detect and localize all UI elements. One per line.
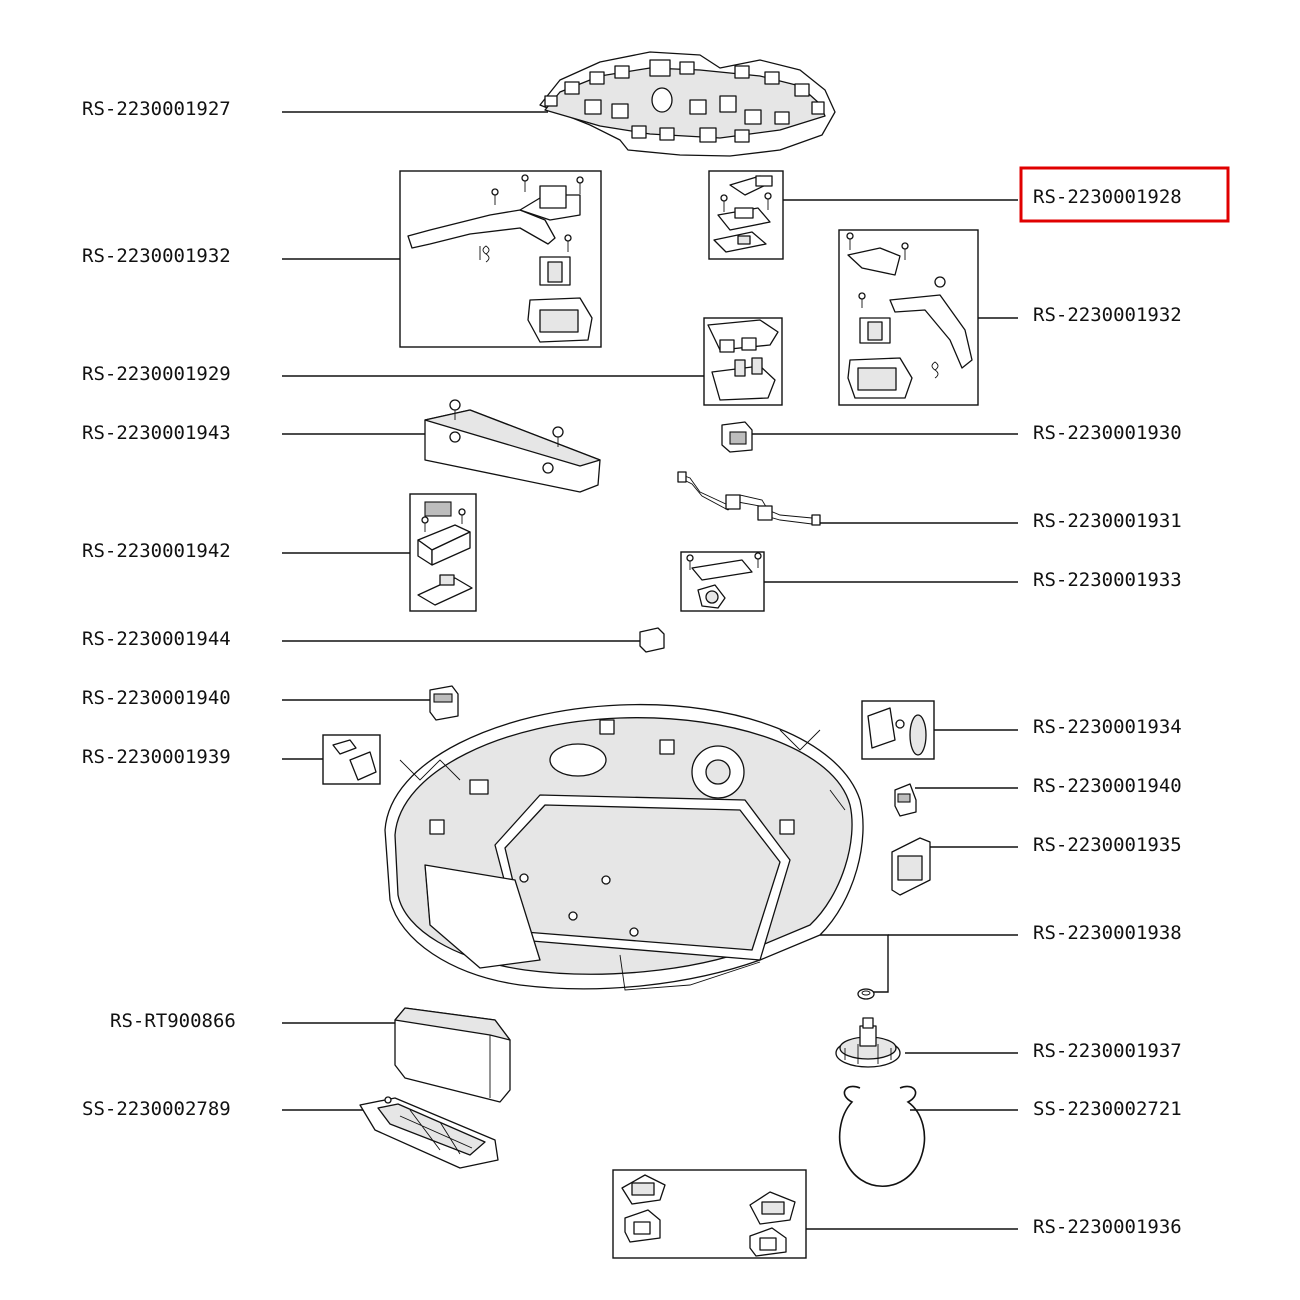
leader-lines (282, 111, 1018, 1230)
label-rs-2230001932-right[interactable]: RS-2230001932 (1033, 304, 1182, 326)
pcb-board-part[interactable] (539, 51, 836, 157)
highlight-box (1019, 166, 1230, 223)
label-rs-2230001943[interactable]: RS-2230001943 (82, 422, 231, 444)
group-box-1936 (612, 1169, 807, 1259)
side-panel-part[interactable] (891, 837, 931, 896)
label-rs-2230001938[interactable]: RS-2230001938 (1033, 922, 1182, 944)
label-rs-2230001936[interactable]: RS-2230001936 (1033, 1216, 1182, 1238)
group-box-1939 (322, 734, 381, 785)
group-box-1932-left (399, 170, 602, 348)
switch-block-part[interactable] (721, 421, 753, 453)
group-box-1942 (409, 493, 477, 612)
label-rs-2230001933[interactable]: RS-2230001933 (1033, 569, 1182, 591)
washer-part[interactable] (857, 988, 875, 1000)
label-rs-2230001928[interactable]: RS-2230001928 (1033, 186, 1182, 208)
battery-pack-part[interactable] (394, 1007, 511, 1103)
label-ss-2230002721[interactable]: SS-2230002721 (1033, 1098, 1182, 1120)
label-ss-2230002789[interactable]: SS-2230002789 (82, 1098, 231, 1120)
label-rs-2230001942[interactable]: RS-2230001942 (82, 540, 231, 562)
chassis-base-part[interactable] (384, 703, 864, 991)
label-rs-2230001940-left[interactable]: RS-2230001940 (82, 687, 231, 709)
label-rs-2230001935[interactable]: RS-2230001935 (1033, 834, 1182, 856)
sensor-cover-part[interactable] (867, 707, 927, 756)
bumper-switch-left-part[interactable] (407, 174, 593, 343)
caster-hub-part[interactable] (835, 1017, 901, 1068)
label-rs-2230001932-left[interactable]: RS-2230001932 (82, 245, 231, 267)
switch-holder-part[interactable] (707, 319, 779, 401)
clip-left-part[interactable] (429, 685, 459, 721)
battery-cover-part[interactable] (359, 1096, 499, 1169)
sensor-bracket-part[interactable] (713, 175, 773, 253)
label-rs-2230001939[interactable]: RS-2230001939 (82, 746, 231, 768)
group-box-1929 (703, 317, 783, 406)
group-box-1933 (680, 551, 765, 612)
brush-holder-right-part[interactable] (749, 1191, 796, 1257)
label-rs-2230001931[interactable]: RS-2230001931 (1033, 510, 1182, 532)
charging-contact-part[interactable] (686, 552, 762, 609)
label-rs-2230001929[interactable]: RS-2230001929 (82, 363, 231, 385)
cable-harness-part[interactable] (677, 471, 821, 526)
group-box-1934 (861, 700, 935, 760)
label-rs-2230001944[interactable]: RS-2230001944 (82, 628, 231, 650)
small-cap-part[interactable] (639, 627, 665, 653)
clip-right-part[interactable] (894, 783, 917, 817)
label-rs-2230001940-right[interactable]: RS-2230001940 (1033, 775, 1182, 797)
sensor-module-part[interactable] (417, 501, 473, 606)
bumper-switch-right-part[interactable] (846, 232, 973, 399)
wire-spring-part[interactable] (838, 1085, 926, 1188)
label-rs-2230001937[interactable]: RS-2230001937 (1033, 1040, 1182, 1062)
label-rs-2230001934[interactable]: RS-2230001934 (1033, 716, 1182, 738)
wheel-clip-part[interactable] (332, 739, 377, 781)
brush-holder-left-part[interactable] (621, 1174, 666, 1243)
weight-block-part[interactable] (424, 399, 601, 493)
group-box-1928 (708, 170, 784, 260)
label-rs-2230001930[interactable]: RS-2230001930 (1033, 422, 1182, 444)
group-box-1932-right (838, 229, 979, 406)
label-rs-2230001927[interactable]: RS-2230001927 (82, 98, 231, 120)
label-rs-rt900866[interactable]: RS-RT900866 (110, 1010, 236, 1032)
